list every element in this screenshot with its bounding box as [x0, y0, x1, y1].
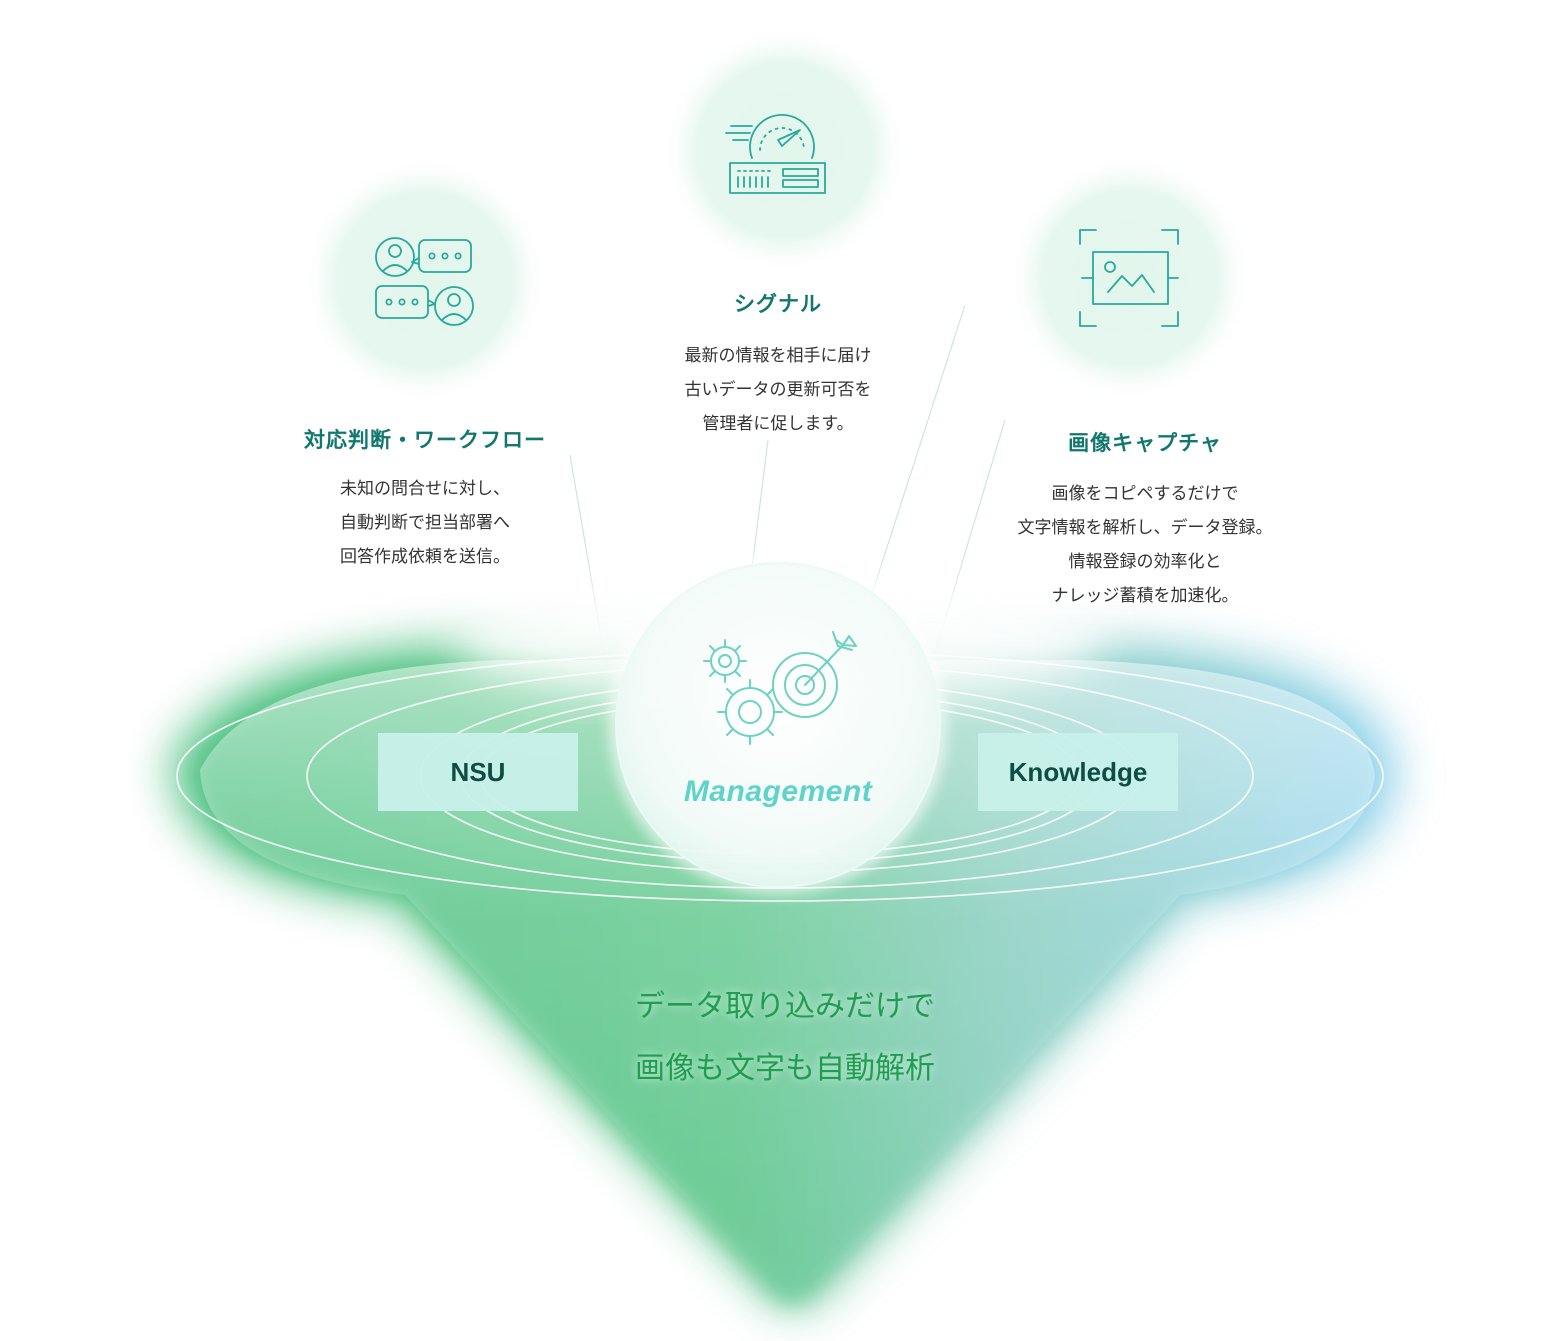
feature-bubble-workflow — [300, 155, 550, 405]
image-capture-icon — [1079, 229, 1179, 327]
chat-users-icon — [375, 237, 474, 326]
feature-bubble-signal — [660, 25, 910, 275]
gears-target-icon — [703, 631, 857, 745]
feature-bubble-image-capture — [1005, 153, 1255, 403]
center-circle — [608, 555, 948, 895]
speedometer-server-icon — [725, 114, 826, 194]
connector-line-signal-right — [869, 304, 966, 601]
knowledge-box — [978, 733, 1178, 811]
nsu-box — [378, 733, 578, 811]
